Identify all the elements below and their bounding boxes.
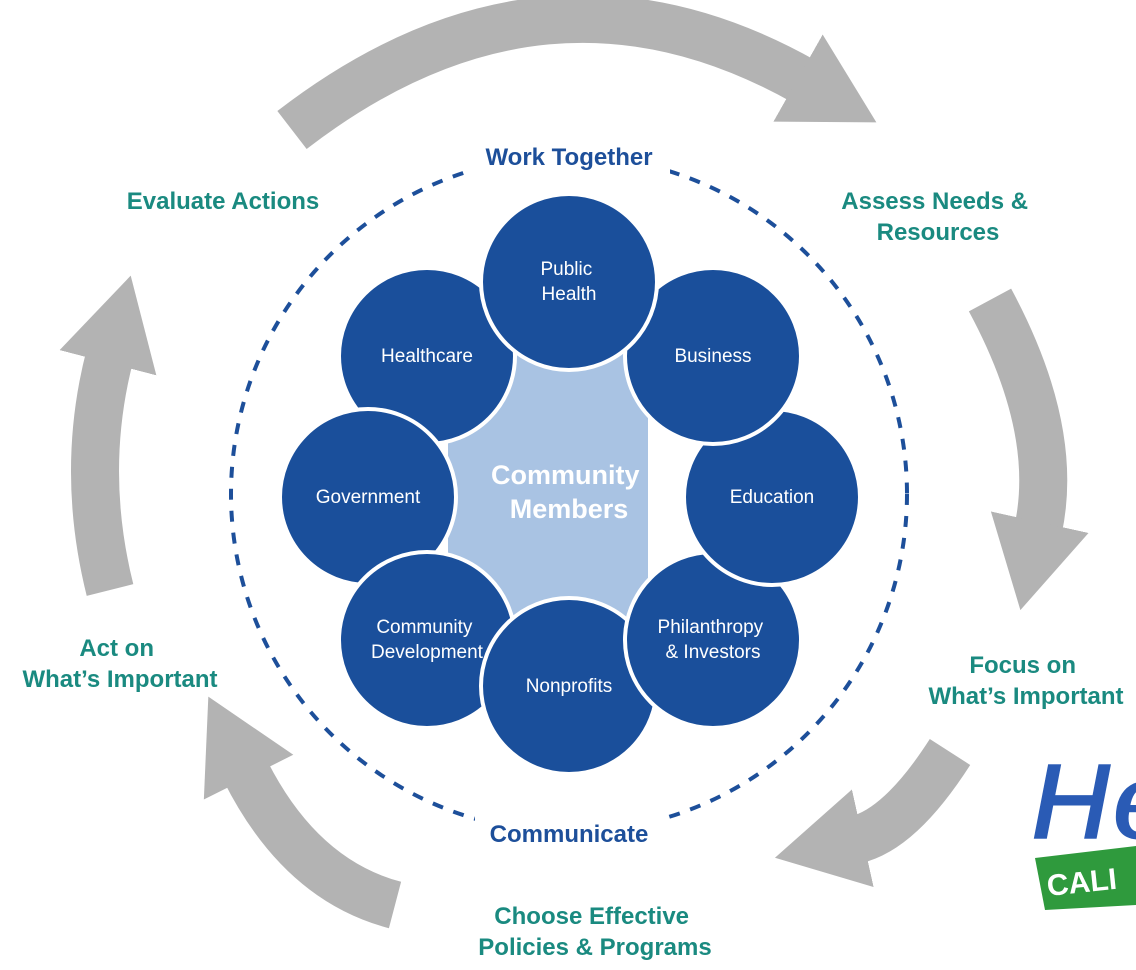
cycle-arrow-top: [277, 0, 877, 150]
circle-public-health: [479, 192, 659, 372]
step-assess-line-1: Assess Needs &: [841, 188, 1028, 215]
ring-label-top: Work Together: [485, 144, 652, 171]
center-line-2: Members: [510, 494, 629, 524]
ring-label-bottom: Communicate: [490, 821, 649, 848]
step-choose-line-2: Policies & Programs: [478, 934, 711, 961]
step-focus-line-2: What’s Important: [928, 683, 1123, 710]
circle-business: [623, 266, 803, 446]
logo-banner: [1035, 846, 1136, 910]
label-public-health-line-2: Health: [542, 284, 597, 305]
label-nonprofits: Nonprofits: [526, 676, 613, 697]
community-members-label: Community Members: [491, 460, 647, 524]
label-community-development: Community Development: [371, 617, 484, 663]
cycle-arrow-right-lower: [774, 738, 971, 888]
label-education: Education: [730, 487, 815, 508]
label-philanthropy: Philanthropy & Investors: [658, 617, 769, 663]
label-philanthropy-line-1: Philanthropy: [658, 617, 764, 638]
step-choose-line-1: Choose Effective: [494, 903, 689, 930]
logo: He CALI: [1029, 738, 1136, 910]
label-government: Government: [316, 487, 421, 508]
sector-circles: [278, 192, 862, 776]
step-focus: Focus on What’s Important: [928, 652, 1123, 710]
label-philanthropy-line-2: & Investors: [665, 642, 760, 663]
label-community-development-line-1: Community: [376, 617, 473, 638]
cycle-arrow-left: [59, 275, 157, 596]
step-choose: Choose Effective Policies & Programs: [478, 903, 711, 961]
label-healthcare: Healthcare: [381, 346, 473, 367]
label-public-health-line-1: Public: [540, 259, 592, 280]
cycle-arrow-right-upper: [968, 288, 1089, 611]
logo-text: He: [1030, 739, 1136, 864]
center-line-1: Community: [491, 460, 640, 490]
step-act-line-2: What’s Important: [22, 666, 217, 693]
step-evaluate-actions: Evaluate Actions: [127, 188, 320, 215]
step-act-line-1: Act on: [79, 635, 154, 662]
label-public-health: Public Health: [540, 259, 597, 305]
step-focus-line-1: Focus on: [969, 652, 1076, 679]
step-assess-line-2: Resources: [877, 219, 1000, 246]
logo-banner-text: CALI: [1045, 863, 1118, 903]
label-community-development-line-2: Development: [371, 642, 484, 663]
ring-label-bg-bottom: [475, 813, 665, 853]
label-business: Business: [674, 346, 751, 367]
step-act: Act on What’s Important: [22, 635, 217, 693]
ring-label-bg-top: [470, 137, 670, 177]
cycle-arrow-bottom-left: [203, 696, 402, 929]
cycle-arrows: [59, 0, 1089, 929]
step-assess-needs: Assess Needs & Resources: [841, 188, 1034, 246]
